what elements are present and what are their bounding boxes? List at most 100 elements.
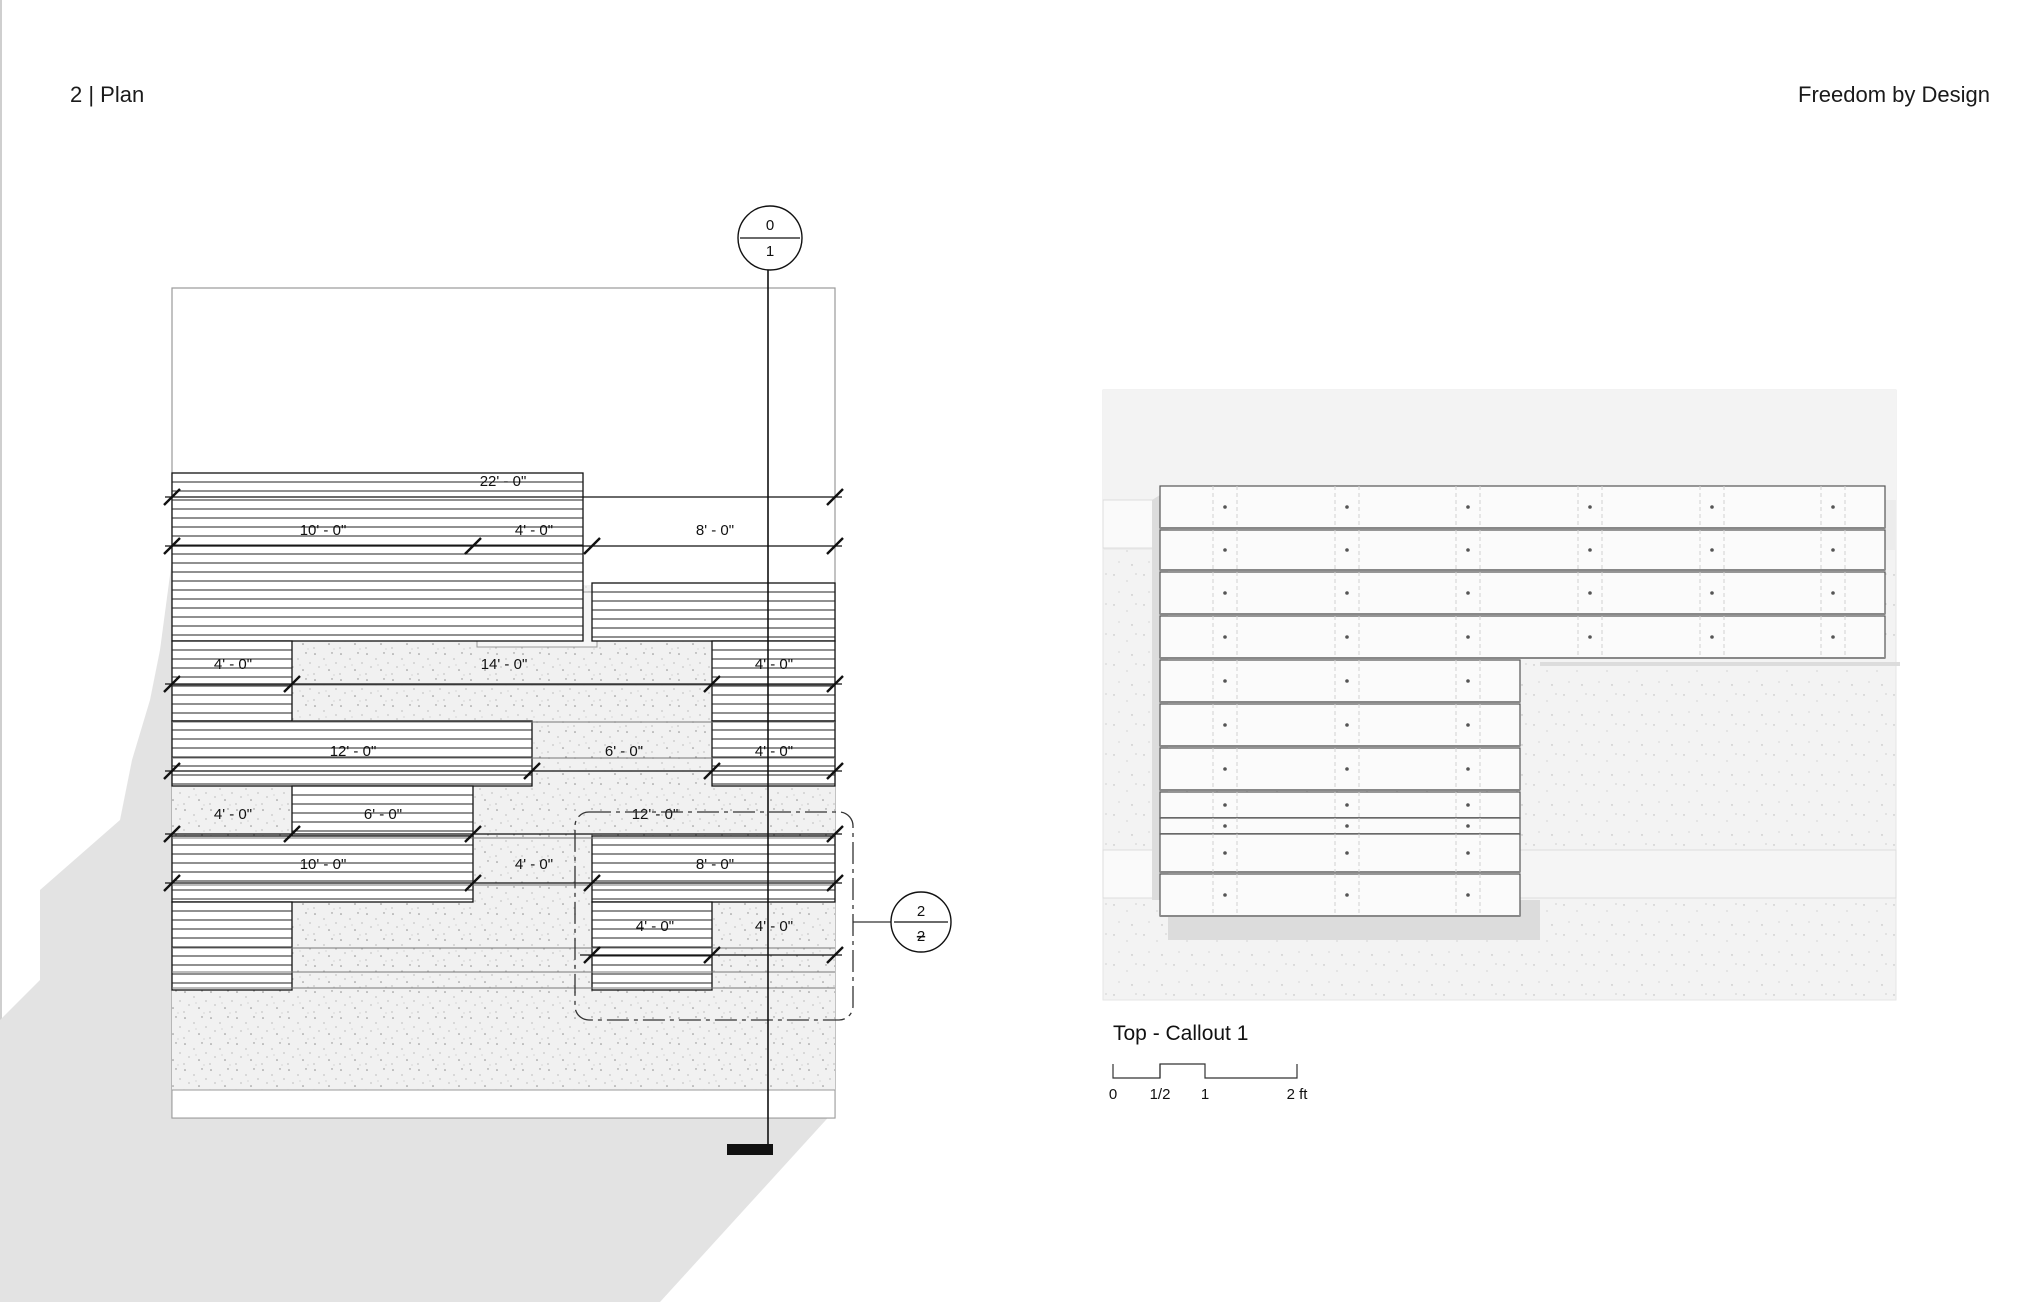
callout-marker[interactable]: 2 2 <box>890 891 952 953</box>
fastener-dot <box>1466 591 1470 595</box>
fastener-dot <box>1345 851 1349 855</box>
fastener-dot <box>1345 893 1349 897</box>
dimension-tick <box>163 675 181 693</box>
callout-board <box>1159 571 1886 615</box>
dimension-labels: 22' - 0" 10' - 0" 4' - 0" 8' - 0" 4' - 0… <box>214 473 793 935</box>
fastener-dot <box>1345 767 1349 771</box>
page-edge <box>0 0 2 1302</box>
dimension-tick <box>464 874 482 892</box>
fastener-dot <box>1831 505 1835 509</box>
section-marker[interactable]: 0 1 <box>737 205 803 271</box>
fastener-dot <box>1466 893 1470 897</box>
fastener-dot <box>1345 679 1349 683</box>
dimension-tick <box>583 537 601 555</box>
dim-label: 12' - 0" <box>632 806 679 823</box>
dimension-tick <box>703 762 721 780</box>
dim-label: 4' - 0" <box>515 856 553 873</box>
fastener-dot <box>1710 635 1714 639</box>
dim-label: 10' - 0" <box>300 522 347 539</box>
callout-marker-top: 2 <box>917 903 925 920</box>
fastener-dot <box>1466 851 1470 855</box>
deck-board-stack <box>171 640 293 722</box>
dim-label: 4' - 0" <box>755 743 793 760</box>
fastener-dot <box>1466 548 1470 552</box>
fastener-dot <box>1223 548 1227 552</box>
dimension-tick <box>583 946 601 964</box>
fastener-dot <box>1466 505 1470 509</box>
fastener-dot <box>1588 505 1592 509</box>
dim-label: 4' - 0" <box>515 522 553 539</box>
dimension-tick <box>163 825 181 843</box>
callout-board <box>1159 747 1521 791</box>
fastener-dot <box>1466 679 1470 683</box>
deck-board-stack <box>711 640 836 722</box>
section-end-mark <box>727 1144 773 1155</box>
page-section-label: 2 | Plan <box>70 82 145 107</box>
callout-title: Top - Callout 1 <box>1113 1022 1248 1045</box>
dimension-tick <box>163 874 181 892</box>
dim-label: 4' - 0" <box>755 918 793 935</box>
dim-label: 6' - 0" <box>364 806 402 823</box>
scale-label: 0 <box>1109 1086 1117 1103</box>
dimension-tick <box>163 762 181 780</box>
fastener-dot <box>1345 591 1349 595</box>
callout-board <box>1159 615 1886 659</box>
scale-label: 1/2 <box>1150 1086 1171 1103</box>
fastener-dot <box>1345 635 1349 639</box>
fastener-dot <box>1466 635 1470 639</box>
dim-label: 6' - 0" <box>605 743 643 760</box>
callout-board <box>1159 873 1521 917</box>
dimension-tick <box>163 488 181 506</box>
fastener-dot <box>1710 591 1714 595</box>
deck-board-stack <box>291 785 474 837</box>
fastener-dot <box>1588 548 1592 552</box>
section-marker-top: 0 <box>766 217 774 234</box>
dimension-tick <box>523 762 541 780</box>
fastener-dot <box>1466 767 1470 771</box>
fastener-dot <box>1710 548 1714 552</box>
callout-board <box>1159 833 1521 873</box>
project-title: Freedom by Design <box>1798 82 1990 107</box>
dim-label: 8' - 0" <box>696 856 734 873</box>
fastener-dot <box>1223 635 1227 639</box>
callout-board <box>1159 817 1521 835</box>
dimension-tick <box>826 675 844 693</box>
dimension-tick <box>826 537 844 555</box>
fastener-dot <box>1223 591 1227 595</box>
fastener-dot <box>1223 803 1227 807</box>
fastener-dot <box>1831 548 1835 552</box>
dimension-tick <box>163 537 181 555</box>
dimension-tick <box>464 825 482 843</box>
dimension-tick <box>826 488 844 506</box>
callout-marker-bottom: 2 <box>917 928 925 945</box>
dim-label: 14' - 0" <box>481 656 528 673</box>
scale-label: 2 ft <box>1287 1086 1309 1103</box>
fastener-dot <box>1831 591 1835 595</box>
dimension-tick <box>703 675 721 693</box>
dim-label: 4' - 0" <box>214 806 252 823</box>
callout-boundary <box>574 811 854 1021</box>
fastener-dot <box>1223 679 1227 683</box>
deck-board-stack <box>171 835 474 903</box>
fastener-dot <box>1345 505 1349 509</box>
plan-drawing: 22' - 0" 10' - 0" 4' - 0" 8' - 0" 4' - 0… <box>163 255 893 1155</box>
fastener-dot <box>1466 723 1470 727</box>
section-marker-bottom: 1 <box>766 243 774 260</box>
deck-board-stack <box>591 582 836 642</box>
shadow-cast <box>0 288 835 1302</box>
fastener-dot <box>1223 723 1227 727</box>
fastener-dot <box>1588 635 1592 639</box>
dimension-tick <box>826 874 844 892</box>
fastener-dot <box>1588 591 1592 595</box>
fastener-dot <box>1223 893 1227 897</box>
callout-detail <box>1102 389 1900 1001</box>
dim-label: 8' - 0" <box>696 522 734 539</box>
deck-board-stack <box>591 835 836 903</box>
dimension-tick <box>583 874 601 892</box>
dimension-tick <box>826 762 844 780</box>
callout-board <box>1159 485 1886 529</box>
fastener-dot <box>1710 505 1714 509</box>
dimension-tick <box>283 825 301 843</box>
fastener-dot <box>1223 851 1227 855</box>
deck-board-stack <box>171 901 293 991</box>
